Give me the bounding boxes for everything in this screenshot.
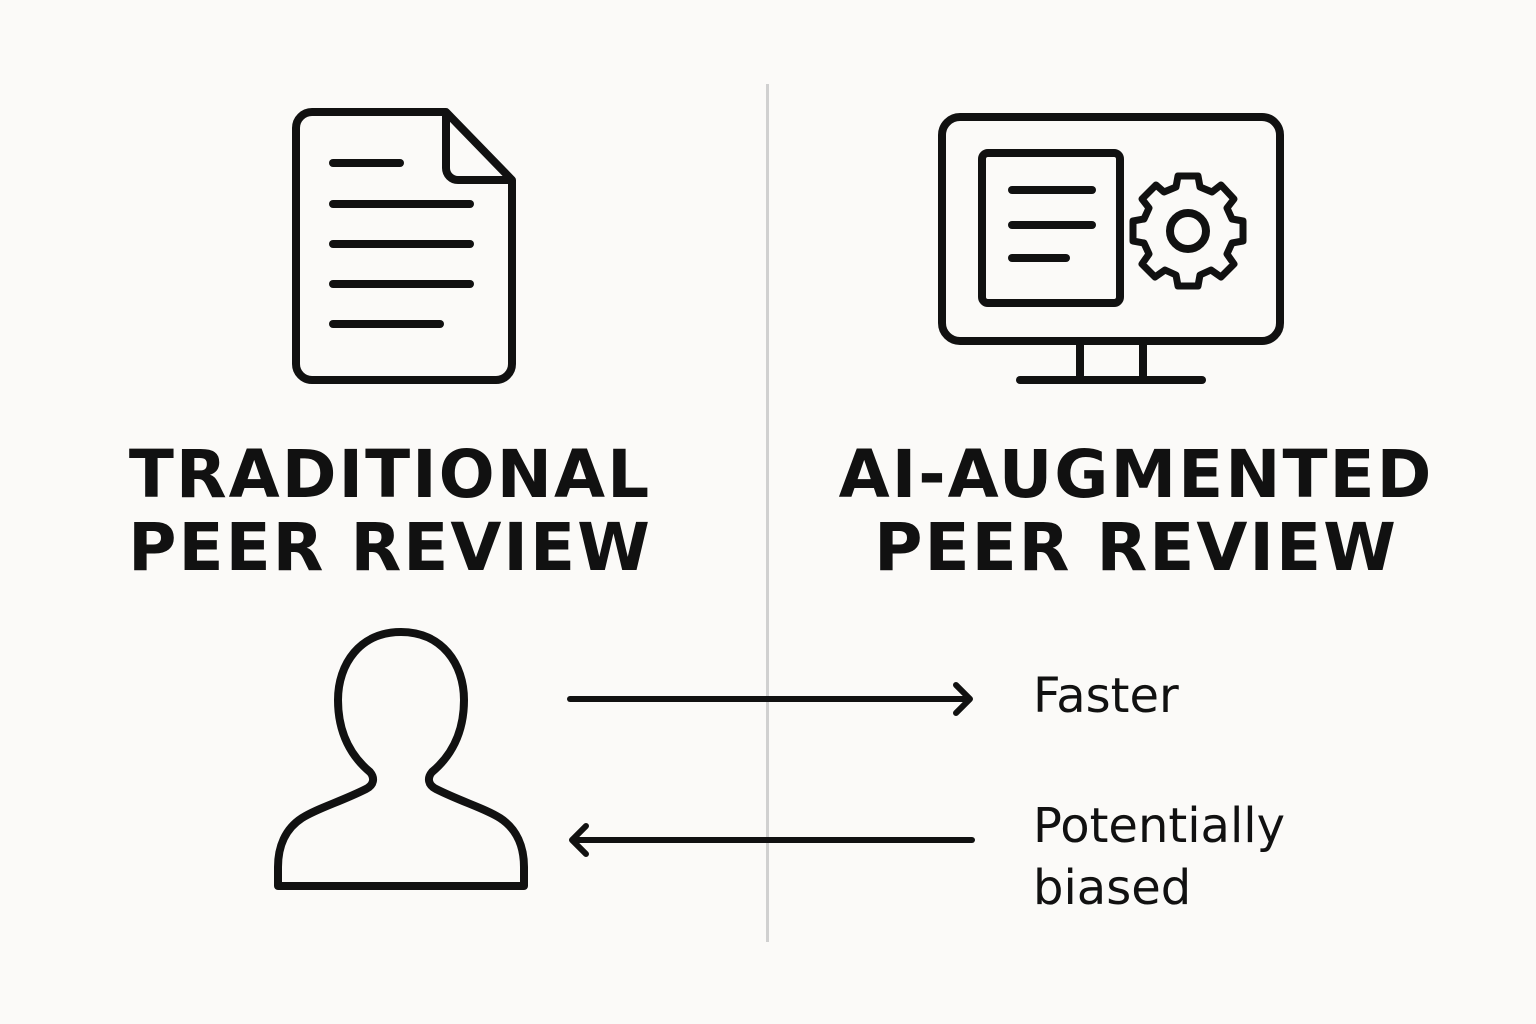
center-divider xyxy=(766,84,769,942)
faster-label-text: Faster xyxy=(1033,668,1179,724)
potentially-biased-label: Potentially biased xyxy=(1033,795,1285,919)
ai-augmented-heading: AI-AUGMENTED PEER REVIEW xyxy=(816,438,1456,584)
traditional-heading-line1: TRADITIONAL xyxy=(128,436,652,513)
arrow-left-icon xyxy=(569,823,975,857)
potentially-biased-label-line1: Potentially xyxy=(1033,798,1286,854)
traditional-heading: TRADITIONAL PEER REVIEW xyxy=(90,438,690,584)
monitor-gear-icon xyxy=(938,113,1284,384)
faster-label: Faster xyxy=(1033,665,1179,727)
traditional-heading-line2: PEER REVIEW xyxy=(128,509,652,586)
ai-augmented-heading-line2: PEER REVIEW xyxy=(874,509,1398,586)
potentially-biased-label-line2: biased xyxy=(1033,860,1192,916)
ai-augmented-heading-line1: AI-AUGMENTED xyxy=(838,436,1434,513)
person-icon xyxy=(274,628,528,890)
arrow-right-icon xyxy=(567,682,973,716)
document-icon xyxy=(292,108,516,384)
